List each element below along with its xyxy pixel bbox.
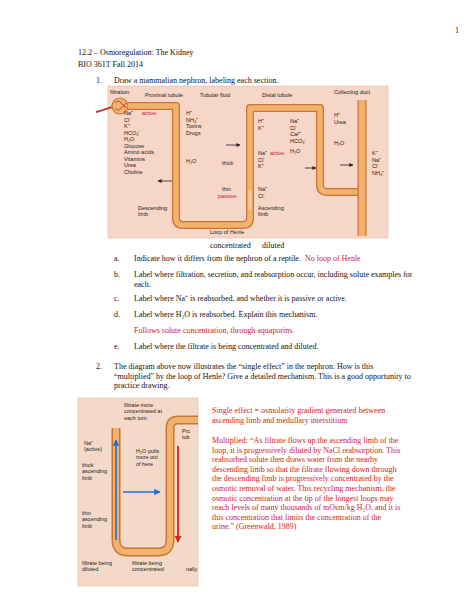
figure-label: active: [142, 110, 156, 116]
page-text: b.: [114, 270, 120, 280]
figure-label: Cl⁻: [258, 157, 265, 163]
figure-label: H⁺: [334, 112, 340, 118]
page-text: 2.: [96, 362, 102, 372]
page-text: concentrated: [210, 241, 251, 251]
figure-label: H⁺: [186, 110, 192, 116]
page-text: Label where the filtrate is being concen…: [134, 342, 319, 352]
figure-label: Na⁺: [124, 110, 133, 116]
figure-label: Collecting duct: [334, 89, 370, 95]
figure-label: Vitamins: [124, 156, 145, 162]
figure-label: Toxins: [186, 123, 202, 129]
figure-label: thin: [222, 186, 231, 192]
figure-label: Choline: [124, 169, 143, 175]
figure-label: Na⁺: [258, 186, 267, 192]
figure-label: thick ascending limb: [82, 462, 112, 481]
figure-label: Glucose: [124, 143, 144, 149]
figure-label: H⁺: [258, 118, 264, 124]
figure-label: filtrate more concentrated at each turn: [124, 402, 168, 421]
answer-text: No loop of Henle: [305, 254, 361, 264]
page-text: Label where Na⁺ is reabsorbed, and wheth…: [134, 294, 347, 304]
figure-label: Cl⁻: [372, 163, 379, 169]
figure-label: K⁺: [258, 125, 264, 131]
figure-label: Na⁺: [258, 150, 267, 156]
figure-label: Urea: [124, 162, 136, 168]
figure-label: filtrate being diluted: [82, 560, 122, 573]
figure-label: K⁺: [124, 123, 130, 129]
figure-label: Cl⁻: [258, 193, 265, 199]
figure-label: filtrate being concentrated: [132, 560, 182, 573]
page-text: Label where H₂O is reabsorbed. Explain t…: [134, 310, 317, 320]
page-heading: 12.2 – Osmoregulation: The Kidney: [78, 48, 194, 58]
page-text: d.: [114, 310, 120, 320]
figure-label: Ascending limb: [258, 205, 292, 218]
figure-label: H₂O: [124, 136, 134, 142]
page-text: Indicate how it differs from the nephron…: [134, 254, 301, 264]
figure-label: filtration: [110, 89, 129, 95]
figure-label: HCO₃⁻: [290, 138, 306, 144]
figure-label: thick: [222, 160, 233, 166]
figure-label: H₂O: [334, 140, 344, 146]
page-text: diluted: [262, 241, 284, 251]
page-text: c.: [114, 294, 120, 304]
figure-label: Na⁺ (active): [84, 440, 110, 453]
loop-sketch-figure: [78, 398, 198, 586]
figure-label: NH₄⁺: [186, 117, 198, 123]
figure-label: Loop of Henle: [210, 229, 244, 235]
figure-label: nally: [186, 566, 197, 572]
figure-label: Drugs: [186, 130, 201, 136]
page-text: BIO 361T Fall 2014: [78, 60, 143, 70]
figure-label: K⁺: [372, 150, 378, 156]
figure-label: K⁺: [258, 163, 264, 169]
page-text: Label where filtration, secretion, and r…: [134, 270, 416, 289]
page-text: The diagram above now illustrates the “s…: [114, 362, 414, 391]
page-text: Draw a mammalian nephron, labeling each …: [114, 76, 278, 86]
nephron-figure: [96, 86, 388, 238]
figure-label: H₂O pulls more out of here: [136, 448, 162, 467]
figure-label: H₂O: [186, 158, 196, 164]
figure-label: Urea: [334, 119, 346, 125]
figure-label: Descending limb: [138, 205, 172, 218]
figure-label: Distal tubule: [262, 92, 292, 98]
page-text: e.: [114, 342, 120, 352]
figure-label: Tubular fluid: [200, 92, 230, 98]
figure-label: Na⁺: [290, 118, 299, 124]
answer-text: Single effect = osmolarity gradient gene…: [212, 406, 402, 425]
answer-text: Multiplied: “As filtrate flows up the as…: [212, 436, 404, 532]
figure-label: Cl⁻: [290, 125, 297, 131]
page-text: 1.: [96, 76, 102, 86]
figure-label: active: [270, 150, 284, 156]
figure-label: Amino acids: [124, 149, 154, 155]
page-text: a.: [114, 254, 120, 264]
figure-label: Ca²⁺: [290, 131, 301, 137]
figure-label: thin ascending limb: [82, 510, 112, 529]
figure-label: Prc tub: [182, 428, 196, 441]
page-text: 1: [455, 26, 459, 36]
figure-label: Na⁺: [372, 157, 381, 163]
figure-label: NH₄⁺: [372, 170, 384, 176]
figure-label: passive: [218, 193, 237, 199]
figure-label: Proximal tubule: [145, 92, 183, 98]
figure-label: HCO₃⁻: [124, 130, 140, 136]
figure-label: H₂O: [290, 148, 300, 154]
answer-text: Follows solute concentration, through aq…: [134, 326, 294, 336]
figure-label: Cl⁻: [124, 117, 131, 123]
